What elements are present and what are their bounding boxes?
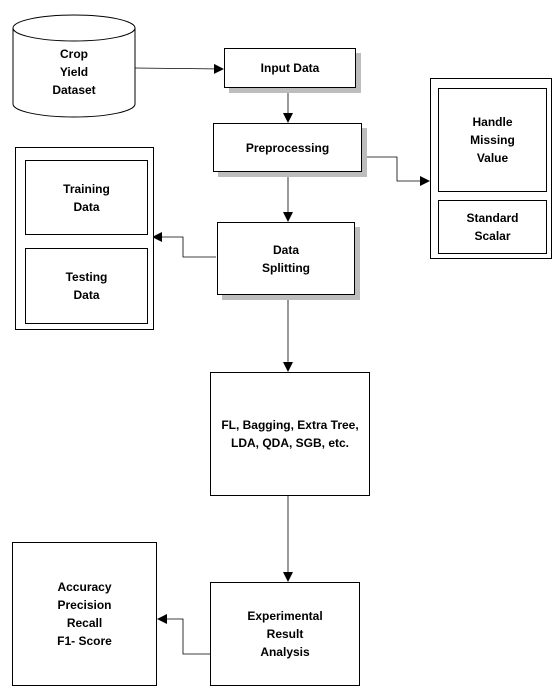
testing-data-label: Testing Data xyxy=(65,270,108,302)
dataset-label: Crop Yield Dataset xyxy=(52,47,96,97)
models-node: FL, Bagging, Extra Tree, LDA, QDA, SGB, … xyxy=(210,372,370,496)
testing-data-node: Testing Data xyxy=(25,248,148,324)
standard-scalar-label: Standard Scalar xyxy=(466,211,519,243)
handle-missing-label: Handle Missing Value xyxy=(470,115,515,165)
data-splitting-label: Data Splitting xyxy=(262,242,310,275)
input-data-label: Input Data xyxy=(260,61,320,75)
metrics-label: Accuracy Precision Recall F1- Score xyxy=(57,580,112,648)
arrow-splitting-to-traintest xyxy=(152,232,216,258)
input-data-node: Input Data xyxy=(224,48,356,88)
training-data-label: Training Data xyxy=(63,181,110,214)
training-data-node: Training Data xyxy=(25,160,148,235)
preprocessing-label: Preprocessing xyxy=(245,140,330,155)
models-label: FL, Bagging, Extra Tree, LDA, QDA, SGB, … xyxy=(221,418,359,450)
metrics-node: Accuracy Precision Recall F1- Score xyxy=(12,542,157,686)
experimental-node: Experimental Result Analysis xyxy=(210,582,360,686)
experimental-label: Experimental Result Analysis xyxy=(247,609,323,659)
standard-scalar-node: Standard Scalar xyxy=(438,200,547,254)
data-splitting-node: Data Splitting xyxy=(217,222,355,295)
dataset-node: Crop Yield Dataset xyxy=(13,40,135,104)
preprocessing-node: Preprocessing xyxy=(213,123,362,172)
dataset-cylinder xyxy=(12,14,136,118)
arrow-preprocessing-to-handling xyxy=(362,156,430,186)
arrow-dataset-to-input xyxy=(134,63,224,74)
handle-missing-node: Handle Missing Value xyxy=(438,88,547,192)
arrow-experimental-to-metrics xyxy=(157,614,210,655)
